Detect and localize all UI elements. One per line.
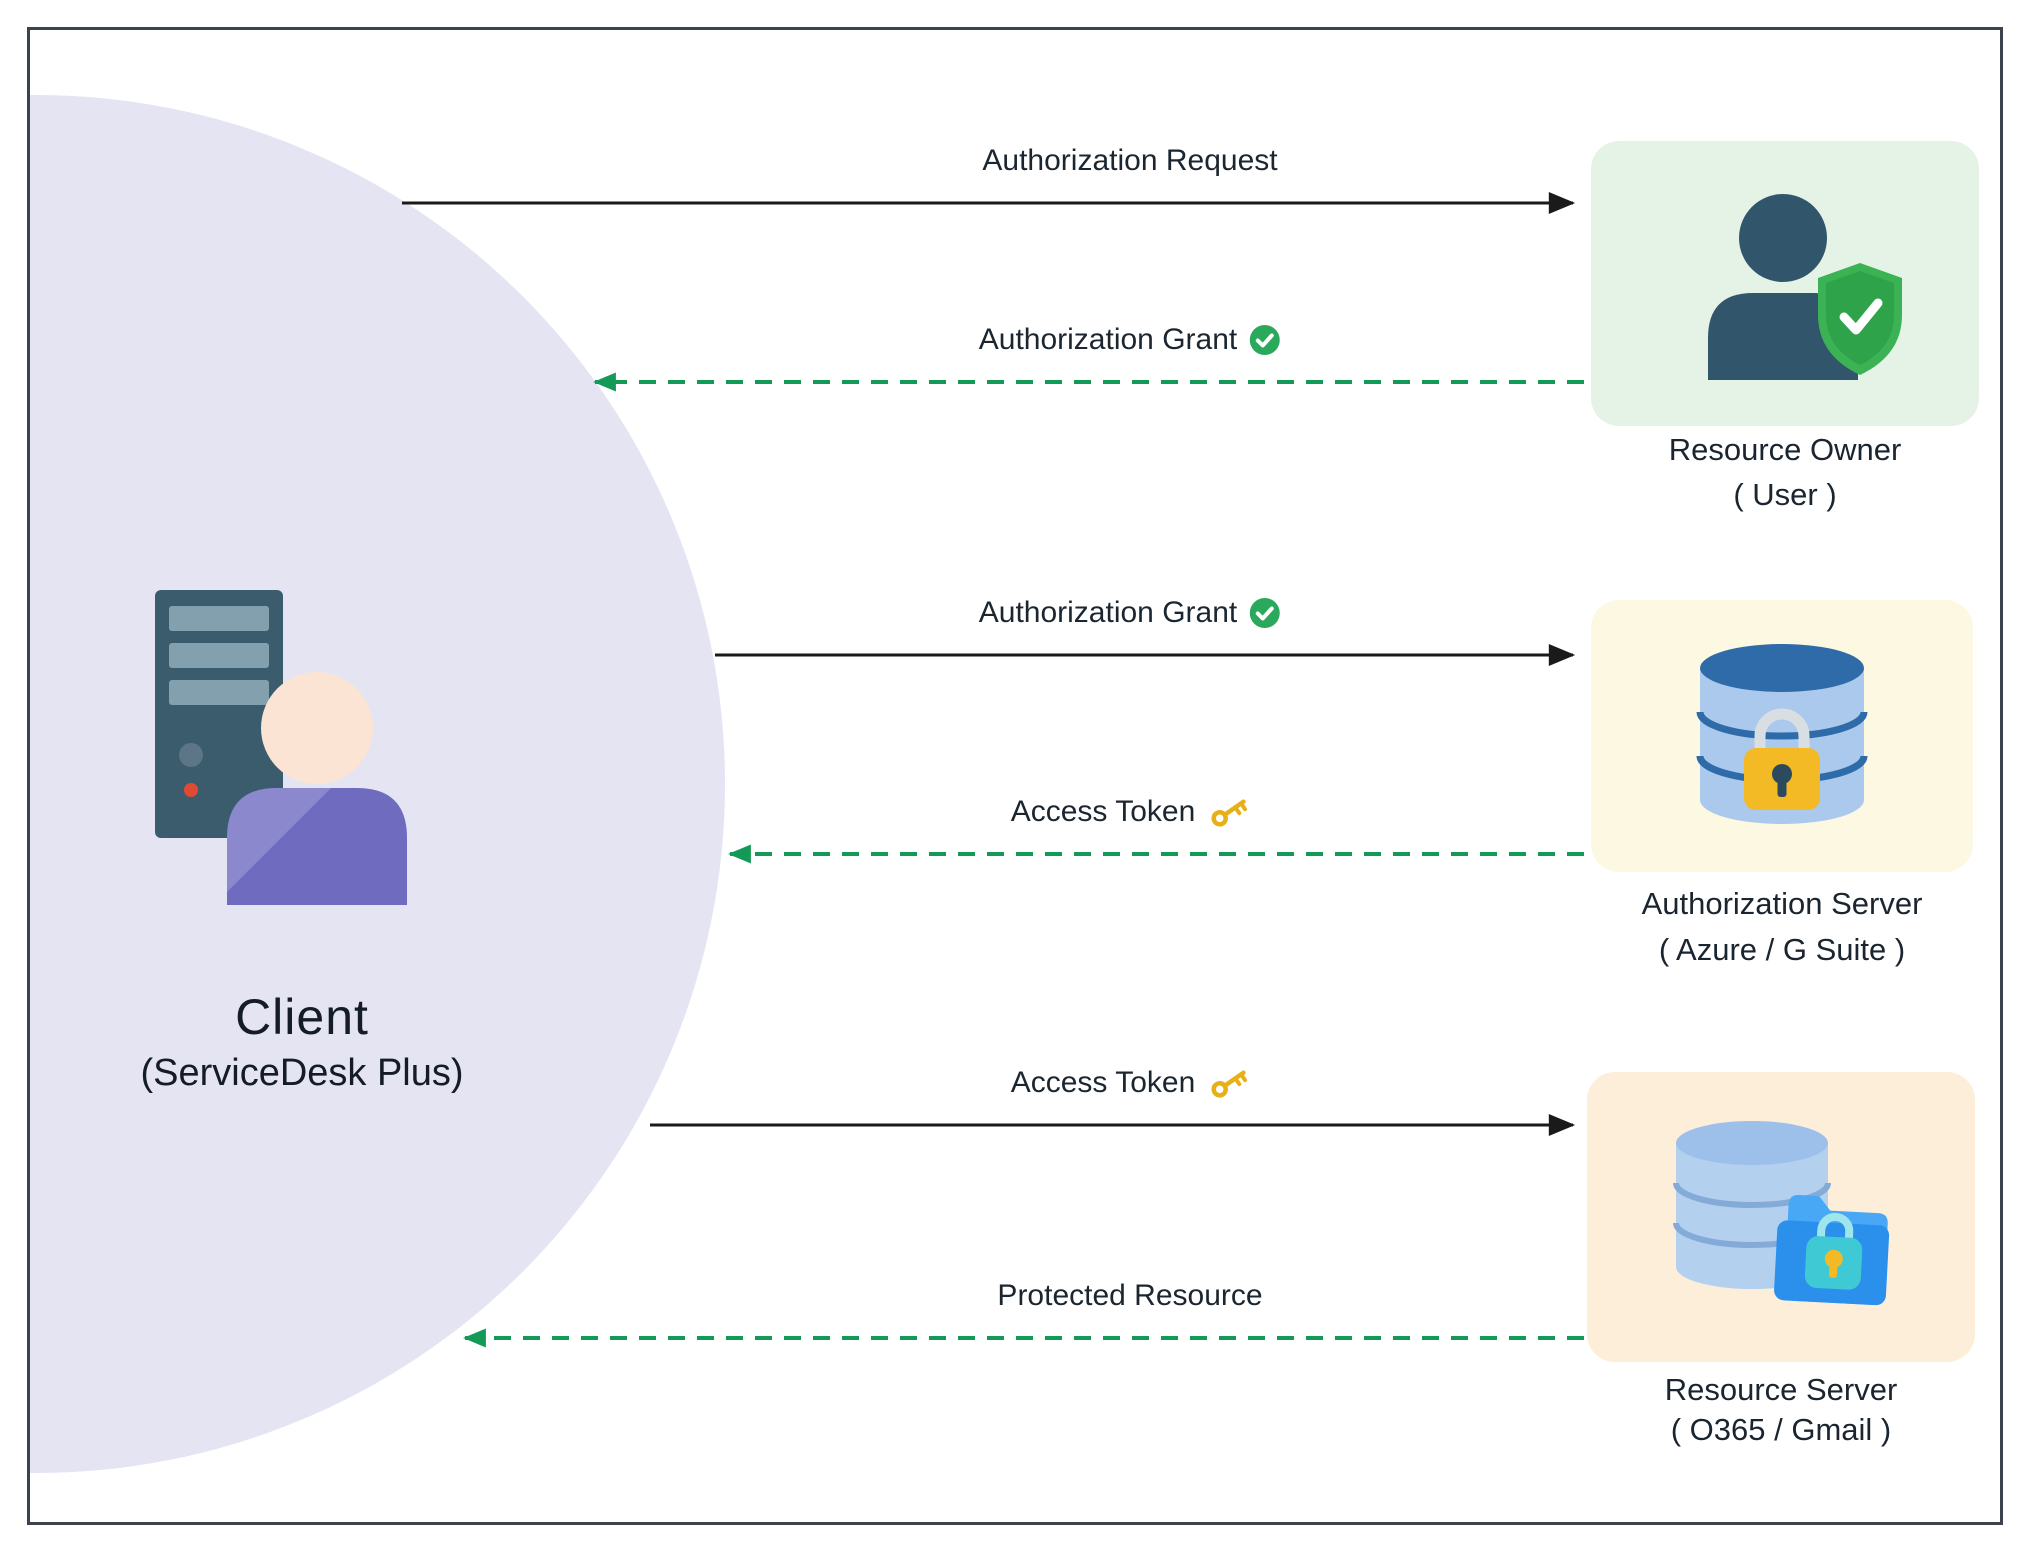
resource-owner-sublabel: ( User ) — [1733, 477, 1837, 512]
user-silhouette-shield-check-icon — [1708, 194, 1902, 380]
arrow-label-authorization-request: Authorization Request — [982, 141, 1277, 181]
resource-server-label: Resource Server — [1664, 1372, 1898, 1407]
arrow-label-access-token-return: Access Token — [1011, 792, 1250, 832]
arrow-label-text: Access Token — [1010, 1066, 1196, 1099]
server-tower-and-user-icon — [155, 590, 407, 905]
diagram-frame: Authorization Request Authorization Gran… — [27, 27, 2003, 1525]
authorization-server-label: Authorization Server — [1641, 886, 1923, 921]
arrow-label-text: Protected Resource — [997, 1279, 1263, 1312]
arrow-label-text: Authorization Grant — [978, 596, 1238, 629]
arrow-label-authorization-grant-send: Authorization Grant — [979, 593, 1281, 633]
key-icon — [1211, 1070, 1247, 1098]
key-icon — [1211, 799, 1247, 827]
arrow-label-text: Authorization Request — [982, 144, 1278, 177]
check-circle-icon — [1250, 598, 1281, 628]
resource-owner-label: Resource Owner — [1668, 432, 1902, 467]
arrow-label-text: Access Token — [1010, 795, 1196, 828]
client-subtitle: (ServiceDesk Plus) — [140, 1052, 464, 1094]
client-title: Client — [235, 989, 369, 1045]
database-folder-padlock-icon — [1673, 1121, 1890, 1306]
arrow-label-authorization-grant-return: Authorization Grant — [979, 320, 1281, 360]
database-padlock-icon — [1696, 644, 1868, 824]
check-circle-icon — [1250, 325, 1281, 355]
resource-server-sublabel: ( O365 / Gmail ) — [1670, 1412, 1892, 1447]
arrow-label-access-token-send: Access Token — [1011, 1063, 1250, 1103]
arrow-label-text: Authorization Grant — [978, 323, 1238, 356]
flow-arrows — [402, 192, 1584, 1348]
arrow-label-protected-resource: Protected Resource — [997, 1276, 1262, 1316]
authorization-server-sublabel: ( Azure / G Suite ) — [1658, 932, 1906, 967]
